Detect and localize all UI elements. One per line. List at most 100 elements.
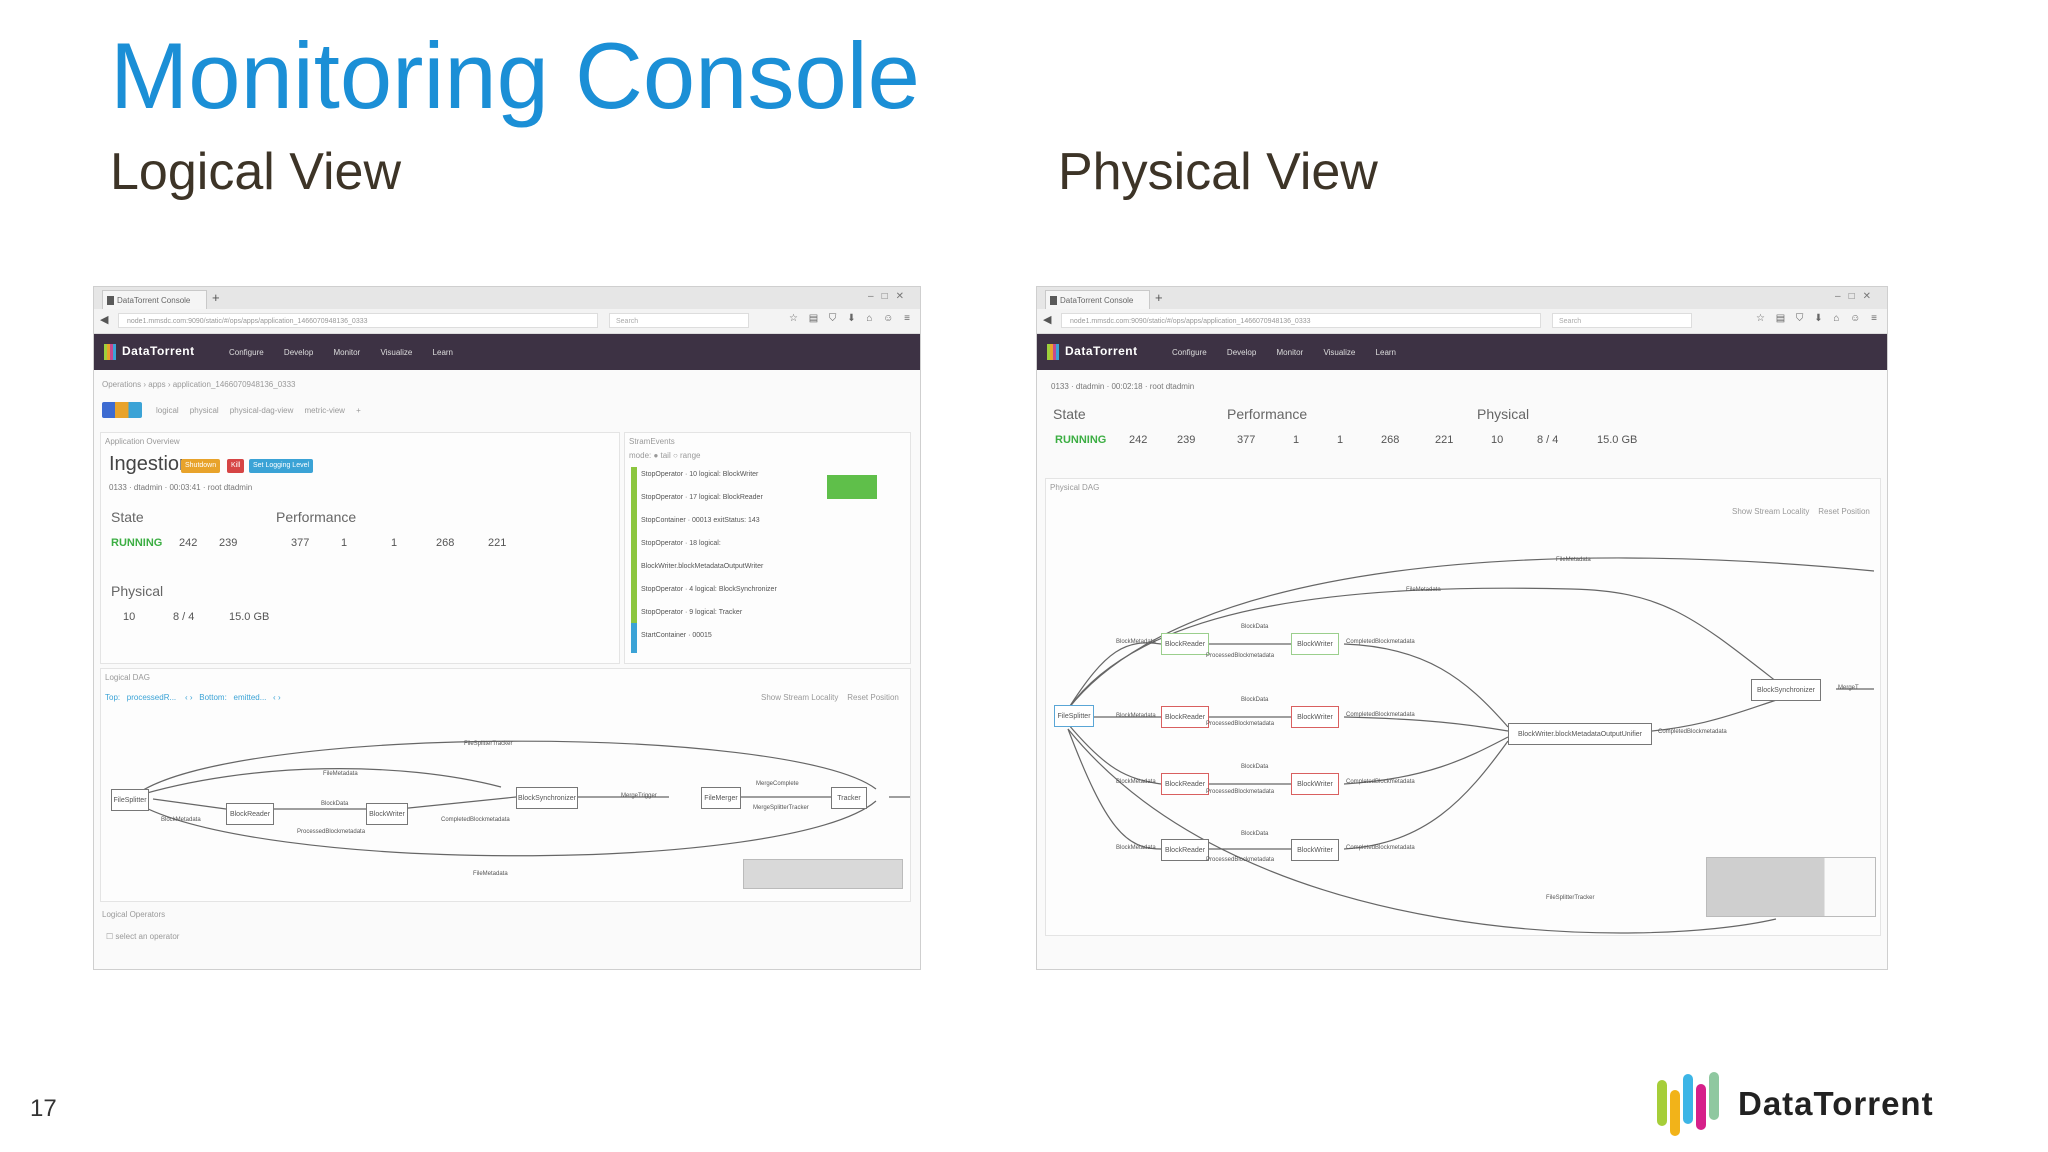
menu-develop[interactable]: Develop (1226, 348, 1257, 357)
brand-label: DataTorrent (1065, 344, 1138, 359)
browser-search-field[interactable]: Search (609, 313, 749, 328)
app-menu: Configure Develop Monitor Visualize Lear… (1172, 348, 1414, 357)
dag-node[interactable]: Tracker (831, 787, 867, 809)
edge-label: BlockMetadata (161, 817, 201, 823)
dag-node[interactable]: FileSplitter (111, 789, 149, 811)
dag-options[interactable]: Show Stream Locality Reset Position (761, 693, 899, 702)
browser-toolbar-icons[interactable]: ☆ ▤ ⛉ ⬇ ⌂ ☺ ≡ (788, 313, 914, 324)
dag-node-writer[interactable]: BlockWriter (1291, 773, 1339, 795)
perf-value: 221 (488, 537, 507, 549)
edge-label: CompletedBlockmetadata (1346, 639, 1415, 645)
dag-minimap[interactable] (743, 859, 903, 889)
menu-monitor[interactable]: Monitor (1276, 348, 1304, 357)
menu-monitor[interactable]: Monitor (333, 348, 361, 357)
list-item[interactable]: StopContainer · 00013 exitStatus: 143 (641, 517, 760, 524)
shutdown-button[interactable]: Shutdown (181, 459, 221, 473)
state-label: State (1053, 406, 1086, 422)
perf-value: 268 (1381, 434, 1400, 446)
dag-node-writer[interactable]: BlockWriter (1291, 633, 1339, 655)
list-item[interactable]: StopOperator · 17 logical: BlockReader (641, 494, 763, 501)
list-item[interactable]: StopOperator · 9 logical: Tracker (641, 609, 743, 616)
browser-tab[interactable]: DataTorrent Console (1045, 290, 1150, 309)
list-item[interactable]: StopOperator · 4 logical: BlockSynchroni… (641, 586, 777, 593)
edge-label: ProcessedBlockmetadata (1206, 789, 1275, 795)
dag-node[interactable]: BlockWriter (366, 803, 408, 825)
list-item[interactable]: StopOperator · 18 logical: (641, 540, 721, 547)
browser-tab[interactable]: DataTorrent Console (102, 290, 207, 309)
logical-view-screenshot: DataTorrent Console + –□✕ ◀ node1.mmsdc.… (93, 286, 921, 970)
dag-node-reader[interactable]: BlockReader (1161, 839, 1209, 861)
select-operator-field[interactable]: ☐ select an operator (106, 932, 180, 941)
set-logging-button[interactable]: Set Logging Level (249, 459, 314, 473)
datatorrent-logo-text: DataTorrent (1738, 1085, 1934, 1122)
state-value: RUNNING (111, 537, 163, 549)
back-arrow-icon[interactable]: ◀ (1043, 314, 1052, 326)
dag-node[interactable]: FileMerger (701, 787, 741, 809)
edge-file-metadata (1067, 587, 1787, 710)
edge-label: BlockData (1241, 831, 1269, 837)
list-item[interactable]: StopOperator · 10 logical: BlockWriter (641, 471, 759, 478)
physical-label: Physical (111, 583, 164, 599)
dag-options[interactable]: Show Stream Locality Reset Position (1732, 507, 1870, 516)
physical-dag-panel: Physical DAG Show Stream Locality Reset … (1045, 478, 1881, 936)
dag-node[interactable]: BlockSynchronizer (516, 787, 578, 809)
dag-node-reader[interactable]: BlockReader (1161, 773, 1209, 795)
physical-view-subtitle: Physical View (1058, 143, 1378, 201)
logical-operators-header: Logical Operators (102, 910, 166, 919)
back-arrow-icon[interactable]: ◀ (100, 314, 109, 326)
application-overview-panel: Application Overview Ingestion Shutdown … (100, 432, 620, 664)
new-tab-icon[interactable]: + (212, 290, 220, 305)
edge-completed (398, 796, 517, 810)
panel-header: Physical DAG (1050, 483, 1100, 492)
dag-node-reader[interactable]: BlockReader (1161, 706, 1209, 728)
browser-tabbar: DataTorrent Console + –□✕ (94, 287, 920, 309)
menu-visualize[interactable]: Visualize (1323, 348, 1356, 357)
dag-node-reader[interactable]: BlockReader (1161, 633, 1209, 655)
menu-learn[interactable]: Learn (432, 348, 454, 357)
menu-visualize[interactable]: Visualize (380, 348, 413, 357)
url-field[interactable]: node1.mmsdc.com:9090/static/#/ops/apps/a… (118, 313, 598, 328)
app-brand[interactable]: DataTorrent (1047, 344, 1138, 360)
layout-toggle-icon[interactable] (102, 402, 142, 418)
app-brand[interactable]: DataTorrent (104, 344, 195, 360)
edge-label: ProcessedBlockmetadata (1206, 653, 1275, 659)
events-timeline (631, 467, 637, 647)
physical-value: 8 / 4 (173, 611, 195, 623)
breadcrumb[interactable]: Operations › apps › application_14660709… (102, 380, 296, 389)
browser-tabbar: DataTorrent Console + –□✕ (1037, 287, 1887, 309)
browser-search-field[interactable]: Search (1552, 313, 1692, 328)
perf-value: 242 (1129, 434, 1148, 446)
browser-toolbar-icons[interactable]: ☆ ▤ ⛉ ⬇ ⌂ ☺ ≡ (1755, 313, 1881, 324)
window-controls-icon[interactable]: –□✕ (868, 291, 912, 302)
dag-node-unifier[interactable]: BlockWriter.blockMetadataOutputUnifier (1508, 723, 1652, 745)
list-item[interactable]: StartContainer · 00015 (641, 632, 712, 639)
dag-node-writer[interactable]: BlockWriter (1291, 839, 1339, 861)
perf-value: 221 (1435, 434, 1454, 446)
view-tabs[interactable]: logical physical physical-dag-view metri… (156, 406, 361, 415)
kill-button[interactable]: Kill (227, 459, 245, 473)
new-tab-icon[interactable]: + (1155, 290, 1163, 305)
dag-node-splitter[interactable]: FileSplitter (1054, 705, 1094, 727)
app-navbar: DataTorrent Configure Develop Monitor Vi… (1037, 334, 1887, 370)
top-metric-select[interactable]: Top: processedR... ‹ › Bottom: emitted..… (105, 693, 281, 702)
list-item[interactable]: BlockWriter.blockMetadataOutputWriter (641, 563, 764, 570)
menu-configure[interactable]: Configure (229, 348, 264, 357)
url-field[interactable]: node1.mmsdc.com:9090/static/#/ops/apps/a… (1061, 313, 1541, 328)
events-mode[interactable]: mode: ● tail ○ range (629, 451, 701, 460)
dag-node-sync[interactable]: BlockSynchronizer (1751, 679, 1821, 701)
app-menu: Configure Develop Monitor Visualize Lear… (229, 348, 471, 357)
menu-configure[interactable]: Configure (1172, 348, 1207, 357)
stram-events-panel: StramEvents mode: ● tail ○ range StopOpe… (624, 432, 911, 664)
dag-node[interactable]: BlockReader (226, 803, 274, 825)
menu-learn[interactable]: Learn (1375, 348, 1397, 357)
dag-node-writer[interactable]: BlockWriter (1291, 706, 1339, 728)
events-timeline-marker (631, 623, 637, 653)
performance-label: Performance (1227, 406, 1308, 422)
edge-label: BlockData (321, 801, 349, 807)
browser-addressbar: ◀ node1.mmsdc.com:9090/static/#/ops/apps… (94, 309, 920, 334)
menu-develop[interactable]: Develop (283, 348, 314, 357)
dag-minimap[interactable] (1706, 857, 1876, 917)
edge-label: CompletedBlockmetadata (441, 817, 510, 823)
browser-addressbar: ◀ node1.mmsdc.com:9090/static/#/ops/apps… (1037, 309, 1887, 334)
window-controls-icon[interactable]: –□✕ (1835, 291, 1879, 302)
